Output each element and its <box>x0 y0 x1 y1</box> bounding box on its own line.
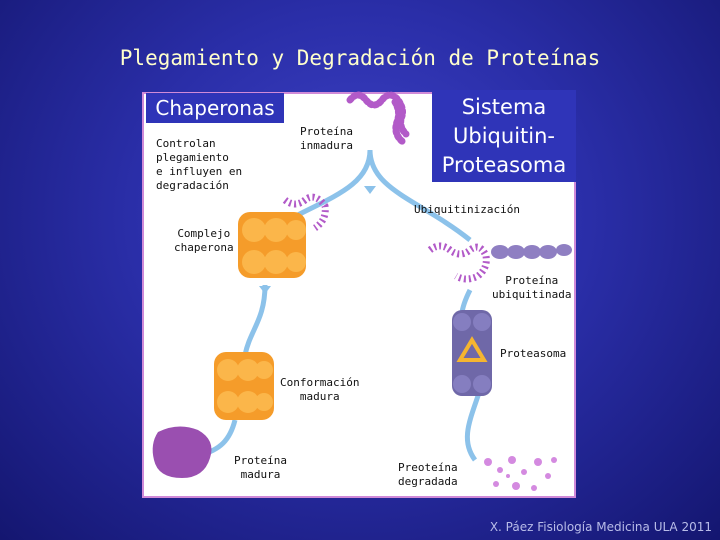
conformacion-line-2: madura <box>299 390 340 403</box>
chaperone-complex-1 <box>238 193 329 278</box>
ubiquitinated-protein <box>427 242 572 283</box>
madura-line-1: Proteína <box>234 454 287 467</box>
proteina-madura-label: Proteína madura <box>234 454 287 482</box>
inmadura-line-2: inmadura <box>300 139 353 152</box>
controlan-label: Controlan plegamiento e influyen en degr… <box>156 137 242 193</box>
ubiquitinada-line-2: ubiquitinada <box>492 288 572 301</box>
proteasoma-label: Proteasoma <box>500 347 567 360</box>
inmadura-line-1: Proteína <box>300 125 353 138</box>
path-proteasome-down <box>464 389 483 462</box>
footer-credit: X. Páez Fisiología Medicina ULA 2011 <box>489 520 712 534</box>
sistema-label: Sistema Ubiquitin- Proteasoma <box>432 90 576 182</box>
proteina-ubiquitinada-label: Proteína ubiquitinada <box>490 274 574 302</box>
sistema-line-3: Proteasoma <box>441 153 567 177</box>
sistema-line-1: Sistema <box>461 95 547 119</box>
degradada-line-2: degradada <box>398 475 458 488</box>
mature-protein <box>152 426 212 478</box>
proteina-inmadura-label: Proteína inmadura <box>300 125 353 153</box>
controlan-line-2: plegamiento <box>156 151 229 164</box>
controlan-line-3: e influyen en <box>156 165 243 178</box>
chaperonas-label: Chaperonas <box>146 93 284 123</box>
complejo-line-2: chaperona <box>174 241 234 254</box>
page-title: Plegamiento y Degradación de Proteínas <box>119 46 601 70</box>
complejo-line-1: Complejo <box>177 227 231 240</box>
arrow-head <box>259 286 271 294</box>
madura-line-2: madura <box>240 468 281 481</box>
proteasome <box>452 310 492 396</box>
conformacion-label: Conformación madura <box>280 376 359 404</box>
chaperone-complex-2 <box>214 352 274 420</box>
sistema-line-2: Ubiquitin- <box>453 124 555 148</box>
ubiquitinada-line-1: Proteína <box>505 274 559 287</box>
degradada-line-1: Preoteína <box>398 461 458 474</box>
proteina-degradada-label: Preoteína degradada <box>398 461 458 489</box>
path-to-ubiquitin <box>367 149 472 242</box>
conformacion-line-1: Conformación <box>280 376 360 389</box>
complejo-label: Complejo chaperona <box>174 227 234 255</box>
controlan-line-1: Controlan <box>156 137 216 150</box>
ubiquitinizacion-label: Ubiquitinización <box>414 203 520 216</box>
immature-protein-tail <box>391 98 407 146</box>
path-chaperone-down <box>242 284 268 356</box>
arrow-head <box>364 186 376 194</box>
degraded-protein <box>484 456 557 491</box>
controlan-line-4: degradación <box>156 179 229 192</box>
